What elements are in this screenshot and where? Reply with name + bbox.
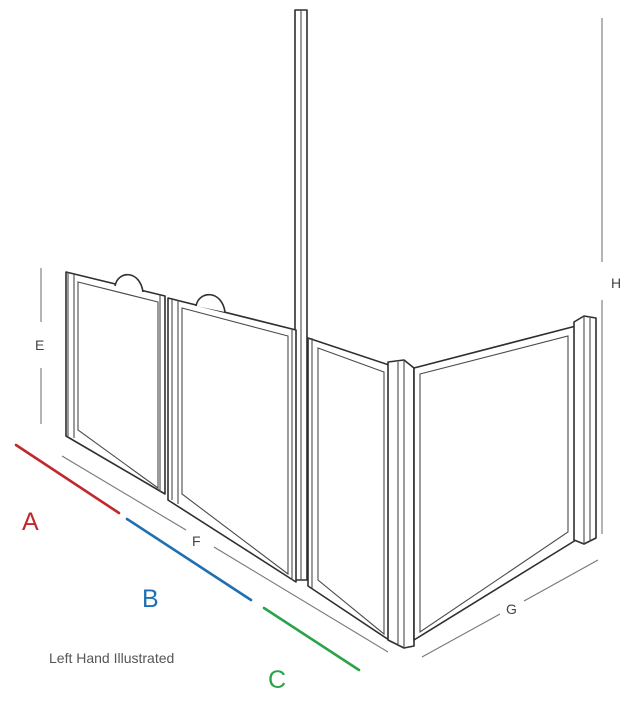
label-G: G [506, 601, 517, 617]
dimension-E: E [35, 268, 44, 424]
ceiling-support-pole [294, 9, 308, 581]
measurement-line-A [14, 443, 121, 515]
label-A: A [22, 508, 39, 536]
dimension-G: G [421, 559, 599, 658]
measurement-B: B [125, 517, 253, 613]
panel-middle-handle [195, 293, 226, 313]
label-H: H [611, 275, 621, 291]
panel-left [65, 271, 166, 495]
end-wall-post [573, 315, 597, 545]
label-E: E [35, 337, 44, 353]
measurement-C: C [262, 606, 361, 694]
panel-left-handle [114, 273, 144, 293]
measurement-line-B [125, 517, 253, 602]
dimension-F: F [61, 455, 389, 653]
panel-middle [167, 293, 297, 583]
dimension-H: H [601, 18, 621, 534]
label-F: F [192, 533, 201, 549]
corner-post [387, 359, 415, 649]
panel-side-return [413, 325, 577, 641]
label-C: C [268, 666, 286, 694]
measurement-A: A [14, 443, 121, 536]
caption-text: Left Hand Illustrated [49, 650, 174, 666]
measurement-line-C [262, 606, 361, 672]
label-B: B [142, 585, 159, 613]
panel-front-fixed [307, 337, 393, 643]
